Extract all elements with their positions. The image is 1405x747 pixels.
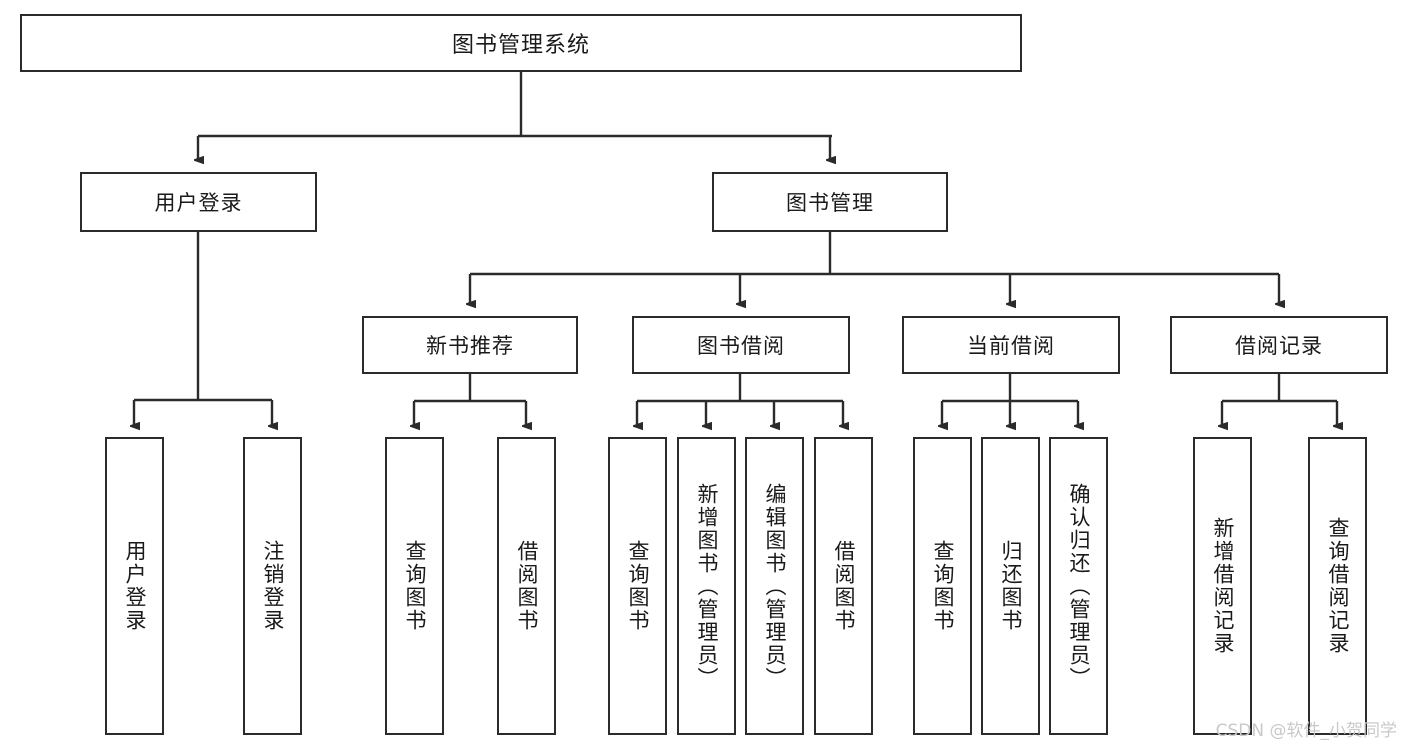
leaf-query-record[interactable]: 查询借阅记录 [1308,437,1367,735]
node-new-book-recommend[interactable]: 新书推荐 [362,316,578,374]
leaf-user-login-label: 用户登录 [122,540,147,632]
leaf-return-book-label: 归还图书 [998,540,1023,632]
leaf-user-login[interactable]: 用户登录 [105,437,164,735]
node-book-borrow[interactable]: 图书借阅 [632,316,850,374]
leaf-borrow-book-2[interactable]: 借阅图书 [814,437,873,735]
leaf-logout-login[interactable]: 注销登录 [243,437,302,735]
leaf-borrow-book-1-label: 借阅图书 [514,540,539,632]
leaf-query-book-2[interactable]: 查询图书 [608,437,667,735]
leaf-query-book-3[interactable]: 查询图书 [913,437,972,735]
node-book-management[interactable]: 图书管理 [712,172,948,232]
node-borrow-record[interactable]: 借阅记录 [1170,316,1388,374]
leaf-add-book[interactable]: 新增图书（管理员） [677,437,736,735]
leaf-add-record-label: 新增借阅记录 [1210,517,1235,655]
leaf-add-record[interactable]: 新增借阅记录 [1193,437,1252,735]
leaf-edit-book-label: 编辑图书（管理员） [762,482,787,690]
leaf-query-record-label: 查询借阅记录 [1325,517,1350,655]
leaf-confirm-return[interactable]: 确认归还（管理员） [1049,437,1108,735]
leaf-add-book-label: 新增图书（管理员） [694,482,719,690]
node-user-login[interactable]: 用户登录 [80,172,317,232]
leaf-query-book-3-label: 查询图书 [930,540,955,632]
leaf-return-book[interactable]: 归还图书 [981,437,1040,735]
leaf-query-book-1[interactable]: 查询图书 [385,437,444,735]
leaf-borrow-book-2-label: 借阅图书 [831,540,856,632]
leaf-query-book-1-label: 查询图书 [402,540,427,632]
node-current-borrow[interactable]: 当前借阅 [902,316,1120,374]
leaf-borrow-book-1[interactable]: 借阅图书 [497,437,556,735]
node-root-title[interactable]: 图书管理系统 [20,14,1022,72]
leaf-edit-book[interactable]: 编辑图书（管理员） [745,437,804,735]
leaf-logout-login-label: 注销登录 [260,540,285,632]
leaf-confirm-return-label: 确认归还（管理员） [1066,482,1091,690]
csdn-watermark: CSDN @软件_小贺同学 [1215,721,1397,741]
leaf-query-book-2-label: 查询图书 [625,540,650,632]
